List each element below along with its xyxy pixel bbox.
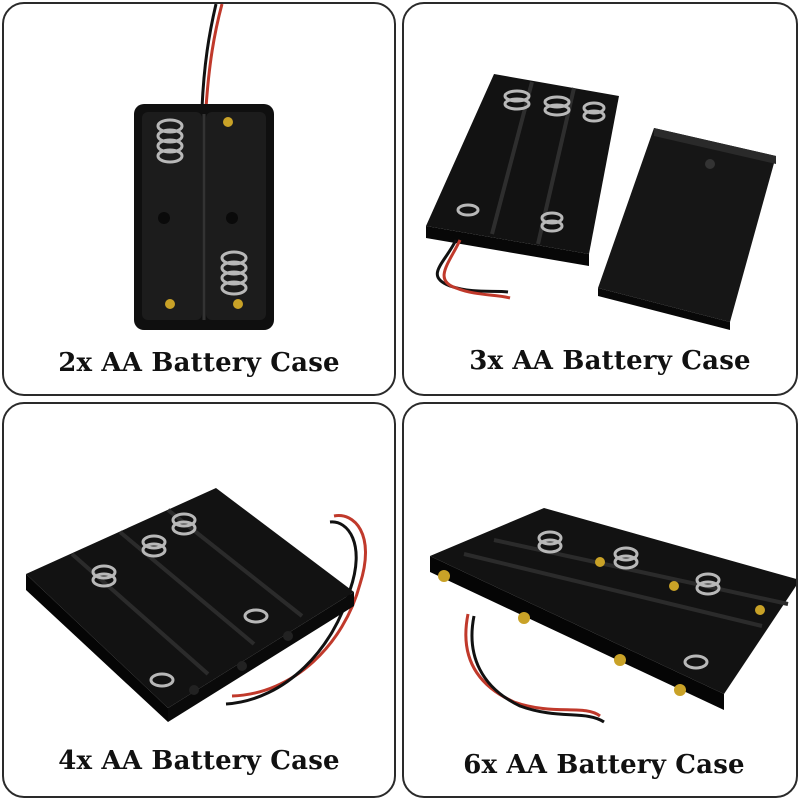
battery-case-6x-image — [430, 508, 796, 724]
product-card-4x: 4x AA Battery Case — [2, 402, 396, 798]
product-card-3x: 3x AA Battery Case — [402, 2, 798, 396]
battery-case-2x-image — [134, 4, 274, 330]
caption-6x: 6x AA Battery Case — [463, 750, 745, 780]
product-card-6x: 6x AA Battery Case — [402, 402, 798, 798]
battery-case-3x-image — [426, 74, 776, 330]
caption-3x: 3x AA Battery Case — [469, 346, 751, 376]
product-card-2x: 2x AA Battery Case — [2, 2, 396, 396]
caption-4x: 4x AA Battery Case — [58, 746, 340, 776]
caption-2x: 2x AA Battery Case — [58, 348, 340, 378]
battery-case-4x-image — [26, 488, 367, 722]
